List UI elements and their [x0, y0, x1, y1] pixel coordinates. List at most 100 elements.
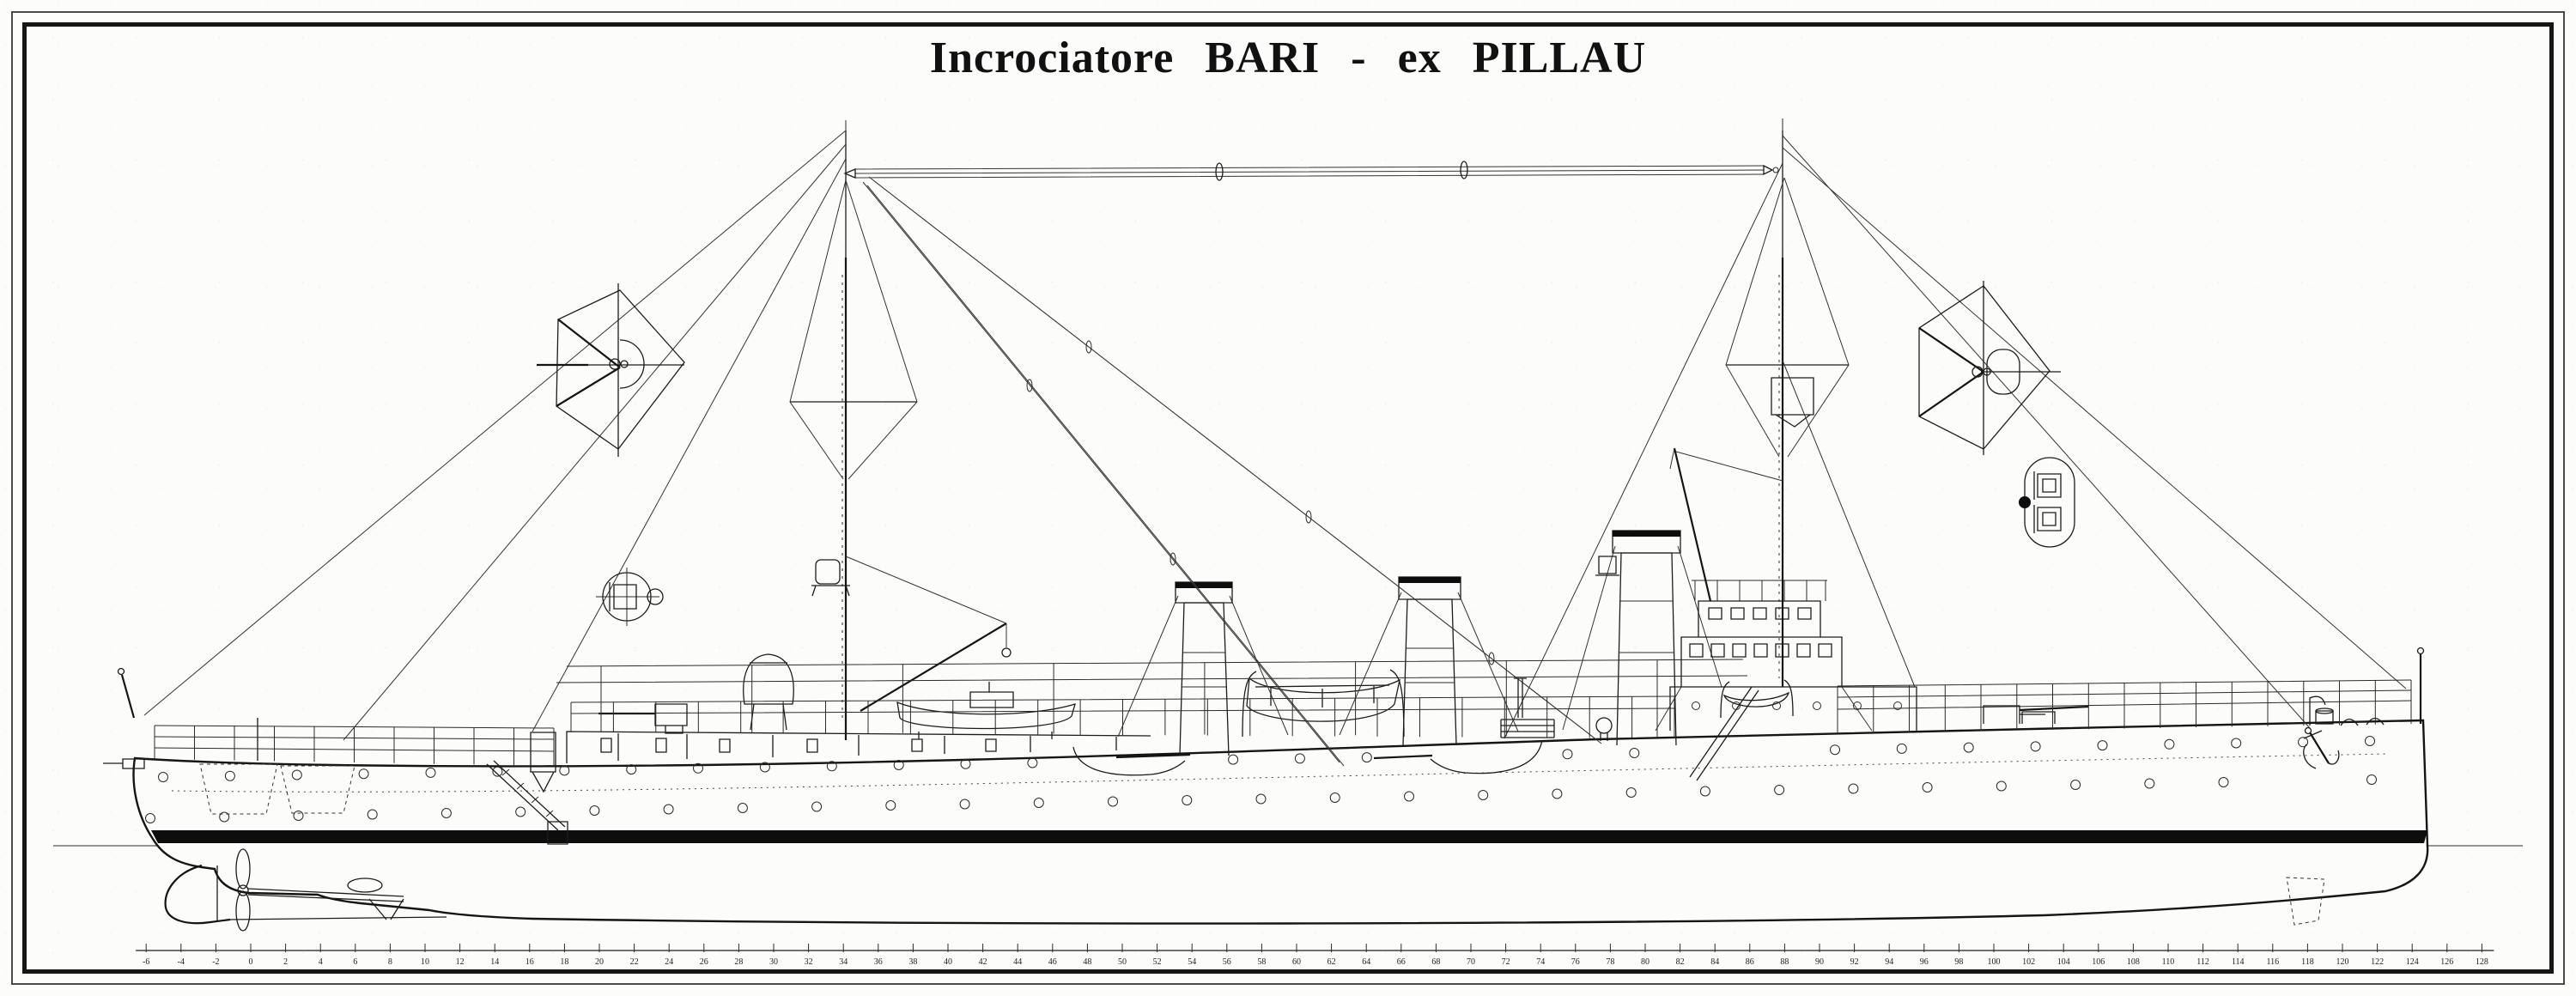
- svg-text:82: 82: [1676, 957, 1685, 967]
- svg-text:38: 38: [908, 957, 917, 967]
- aerial-spreader-detail-right: [1919, 281, 2061, 455]
- anchor-davit: [2310, 696, 2325, 726]
- svg-text:32: 32: [805, 957, 813, 967]
- svg-text:40: 40: [944, 957, 952, 967]
- svg-text:114: 114: [2232, 957, 2245, 967]
- svg-text:116: 116: [2266, 957, 2279, 967]
- svg-text:22: 22: [630, 957, 639, 967]
- accommodation-ladder: [258, 718, 568, 844]
- hull-panel-aft-2: [281, 766, 355, 813]
- svg-text:100: 100: [1988, 957, 2001, 967]
- svg-text:102: 102: [2022, 957, 2035, 967]
- capstan: [2316, 711, 2333, 724]
- svg-text:88: 88: [1780, 957, 1789, 967]
- shaft-bossing: [348, 878, 382, 892]
- svg-text:74: 74: [1536, 957, 1545, 967]
- svg-text:-4: -4: [178, 957, 185, 967]
- aft-gun: [598, 704, 687, 733]
- svg-text:110: 110: [2162, 957, 2175, 967]
- casemate-gun-forward: [1073, 747, 1190, 775]
- sonar-dome: [2287, 878, 2324, 925]
- svg-text:0: 0: [249, 957, 253, 967]
- portholes: [146, 737, 2377, 823]
- svg-text:106: 106: [2092, 957, 2105, 967]
- svg-text:36: 36: [874, 957, 883, 967]
- svg-text:84: 84: [1710, 957, 1719, 967]
- svg-text:26: 26: [700, 957, 708, 967]
- svg-text:92: 92: [1850, 957, 1859, 967]
- page-title: Incrociatore BARI - ex PILLAU: [929, 33, 1647, 82]
- svg-text:126: 126: [2440, 957, 2453, 967]
- vent-dome: [744, 654, 794, 730]
- svg-text:-6: -6: [143, 957, 149, 967]
- svg-text:60: 60: [1292, 957, 1301, 967]
- svg-text:20: 20: [595, 957, 604, 967]
- svg-text:62: 62: [1327, 957, 1336, 967]
- fore-derrick: [1674, 448, 1710, 601]
- aerial-spreader-detail-left: [537, 283, 684, 457]
- propeller: [230, 849, 447, 931]
- svg-text:124: 124: [2406, 957, 2419, 967]
- davit-head-detail: [2019, 458, 2075, 547]
- svg-text:14: 14: [490, 957, 499, 967]
- svg-text:90: 90: [1815, 957, 1824, 967]
- svg-text:122: 122: [2371, 957, 2384, 967]
- svg-text:58: 58: [1257, 957, 1266, 967]
- outer-border: [11, 11, 2565, 985]
- svg-text:-2: -2: [212, 957, 219, 967]
- boat-davits: [1242, 670, 1404, 737]
- inner-border: [22, 22, 2554, 974]
- aft-superstructure: [258, 560, 1151, 844]
- forecastle-fittings: [1984, 648, 2424, 769]
- svg-text:42: 42: [979, 957, 987, 967]
- svg-text:46: 46: [1048, 957, 1057, 967]
- svg-text:12: 12: [456, 957, 465, 967]
- svg-text:4: 4: [319, 957, 323, 967]
- svg-text:98: 98: [1954, 957, 1963, 967]
- foremast: [1670, 118, 1849, 687]
- svg-text:56: 56: [1223, 957, 1231, 967]
- svg-text:86: 86: [1746, 957, 1754, 967]
- svg-text:76: 76: [1571, 957, 1580, 967]
- svg-text:50: 50: [1118, 957, 1127, 967]
- funnel-3: [1563, 531, 1722, 745]
- svg-text:28: 28: [734, 957, 743, 967]
- svg-text:80: 80: [1641, 957, 1649, 967]
- svg-text:6: 6: [353, 957, 357, 967]
- svg-text:44: 44: [1013, 957, 1022, 967]
- svg-text:104: 104: [2057, 957, 2070, 967]
- svg-text:66: 66: [1397, 957, 1406, 967]
- spotting-top: [1771, 378, 1814, 427]
- svg-text:24: 24: [665, 957, 673, 967]
- svg-text:120: 120: [2336, 957, 2349, 967]
- hull-panel-aft-1: [200, 764, 277, 814]
- svg-text:96: 96: [1920, 957, 1929, 967]
- svg-text:108: 108: [2127, 957, 2140, 967]
- svg-text:128: 128: [2476, 957, 2488, 967]
- svg-text:18: 18: [560, 957, 568, 967]
- svg-text:78: 78: [1606, 957, 1614, 967]
- bridge-gangway: [1690, 687, 1759, 780]
- svg-text:10: 10: [421, 957, 429, 967]
- deck-rails: [155, 659, 2411, 766]
- engine-room-vents: [1501, 678, 1612, 741]
- casemate-gun-aft: [1374, 740, 1542, 774]
- waterline-band: [151, 830, 2427, 843]
- hull: [103, 669, 2427, 926]
- rudder: [166, 865, 230, 923]
- rigging: [144, 131, 2406, 766]
- svg-text:34: 34: [839, 957, 848, 967]
- svg-text:16: 16: [526, 957, 534, 967]
- svg-text:30: 30: [769, 957, 778, 967]
- bow-gun: [1984, 706, 2088, 724]
- svg-text:70: 70: [1467, 957, 1475, 967]
- mainmast: [790, 120, 1011, 740]
- svg-text:54: 54: [1188, 957, 1196, 967]
- svg-text:64: 64: [1362, 957, 1370, 967]
- svg-text:112: 112: [2196, 957, 2209, 967]
- funnel-searchlight: [1595, 556, 1619, 575]
- svg-text:118: 118: [2301, 957, 2314, 967]
